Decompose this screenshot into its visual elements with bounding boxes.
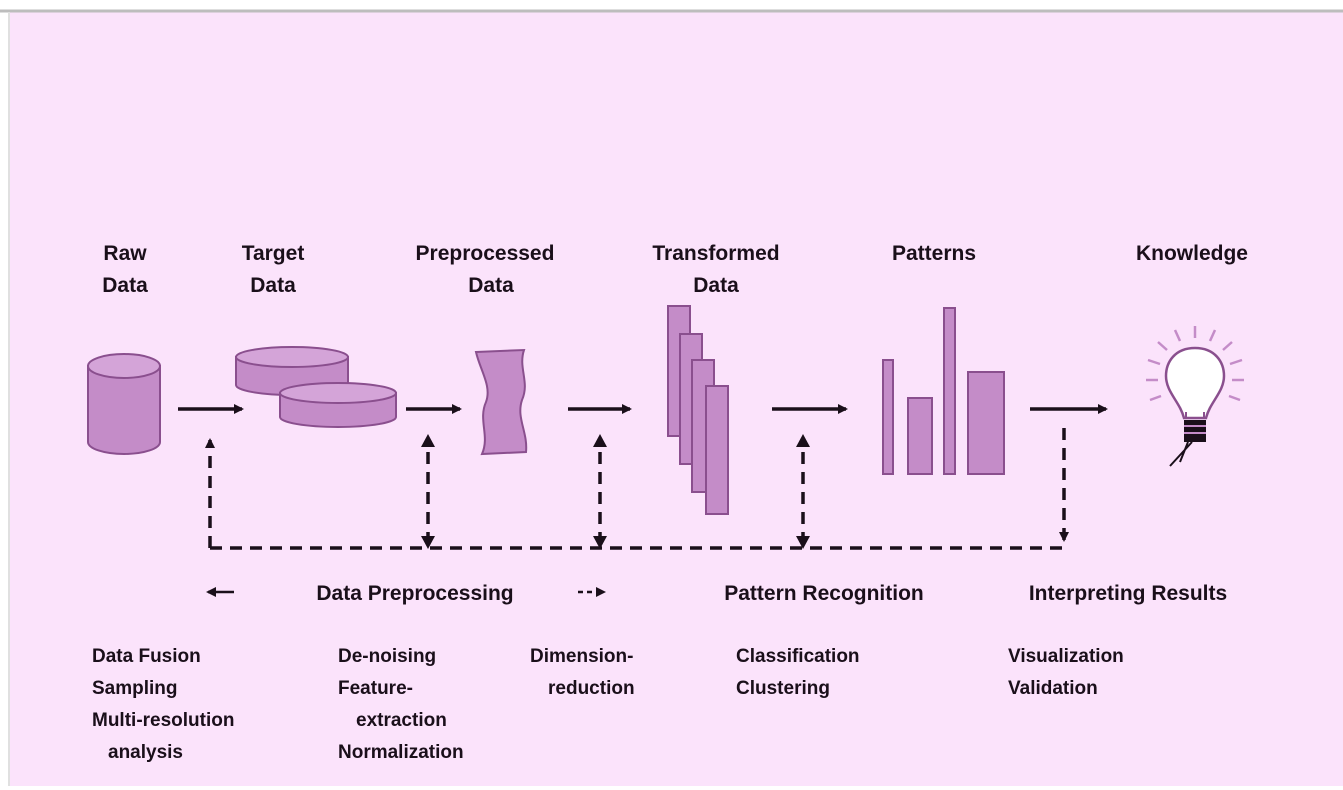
arrowhead-preprocessed-down — [593, 536, 607, 549]
stacked-sheets-icon — [667, 305, 729, 515]
phase-interpreting-results: Interpreting Results — [1029, 582, 1227, 605]
phase-label: Data Preprocessing — [316, 582, 513, 605]
light-bulb-icon — [1146, 326, 1244, 467]
method-item: Visualization — [1008, 646, 1124, 667]
method-item: Feature- — [338, 678, 413, 699]
stage-label-patterns: Patterns — [892, 242, 976, 265]
method-item: Data Fusion — [92, 646, 201, 667]
method-item: De-noising — [338, 646, 436, 667]
methods-visualization: Visualization Validation — [1008, 646, 1124, 699]
method-item: Validation — [1008, 678, 1098, 699]
stage-label-line: Patterns — [892, 242, 976, 265]
methods-data-fusion: Data Fusion Sampling Multi-resolution an… — [92, 646, 234, 763]
method-item: Clustering — [736, 678, 830, 699]
arrowhead-target-down — [421, 536, 435, 549]
arrowhead-transformed-down — [796, 536, 810, 549]
method-item: analysis — [108, 742, 183, 763]
stage-label-line: Data — [468, 274, 514, 297]
stage-label-line: Raw — [103, 242, 147, 265]
stage-label-raw-data: Raw Data — [102, 242, 148, 297]
feedback-arrowheads — [421, 434, 810, 549]
method-item: Normalization — [338, 742, 464, 763]
stage-label-knowledge: Knowledge — [1136, 242, 1248, 265]
stage-label-line: Knowledge — [1136, 242, 1248, 265]
methods-classification: Classification Clustering — [736, 646, 860, 699]
method-item: reduction — [548, 678, 635, 699]
method-item: Classification — [736, 646, 860, 667]
stage-label-transformed-data: Transformed Data — [652, 242, 779, 297]
method-item: extraction — [356, 710, 447, 731]
database-cylinder-icon — [87, 353, 161, 455]
methods-dimension-reduction: Dimension- reduction — [530, 646, 635, 699]
stage-label-line: Preprocessed — [416, 242, 555, 265]
arrowhead-preprocessed-up — [593, 434, 607, 447]
arrowhead-target-up — [421, 434, 435, 447]
stage-label-line: Transformed — [652, 242, 779, 265]
stage-label-target-data: Target Data — [242, 242, 305, 297]
wavy-sheet-icon — [474, 348, 528, 456]
method-item: Dimension- — [530, 646, 633, 667]
phase-data-preprocessing: Data Preprocessing — [206, 582, 606, 605]
stacked-disks-icon — [235, 346, 397, 428]
stage-label-line: Target — [242, 242, 305, 265]
feedback-loop — [205, 428, 1069, 550]
stage-label-line: Data — [102, 274, 148, 297]
stage-label-line: Data — [693, 274, 739, 297]
stage-label-preprocessed-data: Preprocessed Data — [416, 242, 555, 297]
stage-label-line: Data — [250, 274, 296, 297]
arrowhead-transformed-up — [796, 434, 810, 447]
methods-denoising: De-noising Feature- extraction Normaliza… — [338, 646, 464, 763]
phase-pattern-recognition: Pattern Recognition — [724, 582, 924, 605]
bar-patterns-icon — [882, 307, 1005, 475]
method-item: Multi-resolution — [92, 710, 234, 731]
method-item: Sampling — [92, 678, 178, 699]
